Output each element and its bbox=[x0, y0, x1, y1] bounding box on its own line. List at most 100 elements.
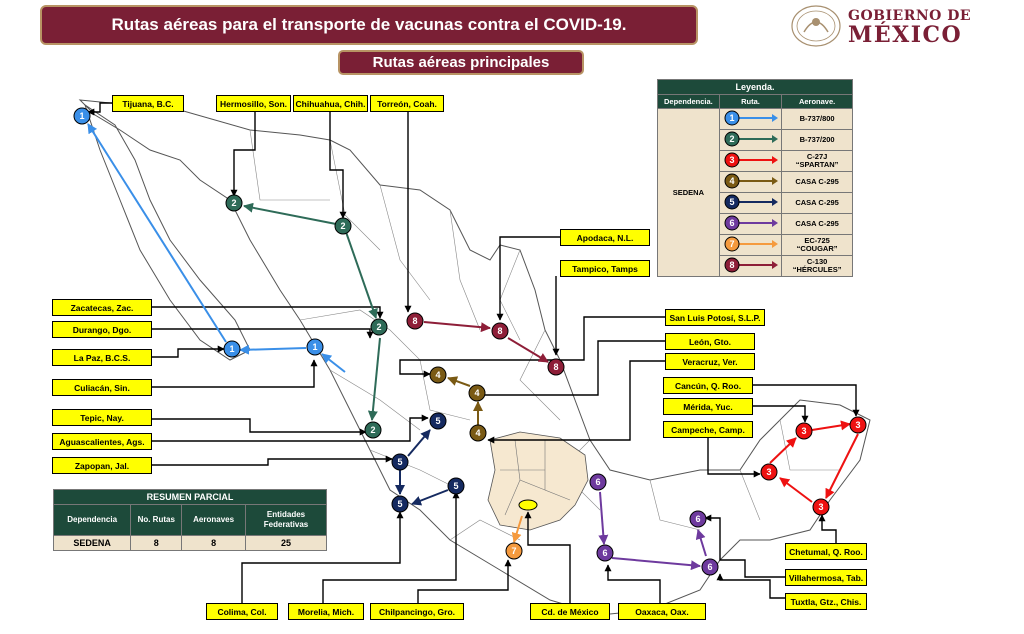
marker-3-label: 3 bbox=[766, 467, 771, 477]
legend-aircraft-3-name: “SPARTAN” bbox=[795, 160, 839, 169]
legend-route-3: 3 bbox=[718, 150, 783, 172]
marker-5-label: 5 bbox=[397, 499, 402, 509]
marker-8: 8 bbox=[547, 358, 565, 376]
city-label-chetumal: Chetumal, Q. Roo. bbox=[785, 543, 867, 560]
marker-2-label: 2 bbox=[231, 198, 236, 208]
city-label-lapaz: La Paz, B.C.S. bbox=[52, 349, 152, 366]
route-4-lines bbox=[447, 376, 483, 426]
logo-line-2: MÉXICO bbox=[848, 22, 963, 48]
city-label-tuxtla: Tuxtla, Gtz., Chis. bbox=[785, 593, 867, 610]
legend-route-8-number: 8 bbox=[730, 260, 735, 270]
marker-4: 4 bbox=[429, 366, 447, 384]
marker-3: 3 bbox=[812, 498, 830, 516]
city-label-merida: Mérida, Yuc. bbox=[663, 398, 753, 415]
city-label-cdmx: Cd. de México bbox=[530, 603, 610, 620]
marker-4: 4 bbox=[468, 384, 486, 402]
summary-dependency: SEDENA bbox=[52, 535, 132, 551]
legend-aircraft-8: C-130“HÉRCULES” bbox=[781, 255, 853, 277]
marker-3-label: 3 bbox=[801, 426, 806, 436]
city-label-tijuana: Tijuana, B.C. bbox=[112, 95, 184, 112]
route-5-legend-icon: 5 bbox=[724, 194, 779, 210]
route-7-legend-icon: 7 bbox=[724, 236, 779, 252]
city-label-villahermosa: Villahermosa, Tab. bbox=[785, 569, 867, 586]
route-3-legend-icon: 3 bbox=[724, 152, 779, 168]
mainland-outline bbox=[78, 99, 871, 616]
page-title: Rutas aéreas para el transporte de vacun… bbox=[40, 5, 698, 45]
city-label-campeche: Campeche, Camp. bbox=[663, 421, 753, 438]
marker-1-label: 1 bbox=[229, 344, 234, 354]
marker-5-label: 5 bbox=[397, 457, 402, 467]
legend-title: Leyenda. bbox=[657, 79, 853, 95]
marker-6: 6 bbox=[689, 510, 707, 528]
city-label-oaxaca: Oaxaca, Oax. bbox=[618, 603, 706, 620]
summary-header-aircraft: Aeronaves bbox=[181, 504, 246, 536]
city-label-colima: Colima, Col. bbox=[206, 603, 278, 620]
route-2-lines bbox=[243, 202, 381, 421]
legend-aircraft-7: EC-725“COUGAR” bbox=[781, 234, 853, 256]
marker-6-label: 6 bbox=[695, 514, 700, 524]
legend-route-4-number: 4 bbox=[730, 176, 735, 186]
city-label-culiacan: Culiacán, Sin. bbox=[52, 379, 152, 396]
marker-3-label: 3 bbox=[818, 502, 823, 512]
marker-7-label: 7 bbox=[511, 546, 516, 556]
marker-8-label: 8 bbox=[497, 326, 502, 336]
marker-2: 2 bbox=[225, 194, 243, 212]
route-1-lines bbox=[87, 123, 346, 373]
legend-aircraft-7-name: “COUGAR” bbox=[796, 244, 838, 253]
route-7-lines bbox=[511, 515, 523, 543]
legend-header-dependency: Dependencia. bbox=[657, 94, 720, 109]
legend-route-7-number: 7 bbox=[730, 239, 735, 249]
city-label-zacatecas: Zacatecas, Zac. bbox=[52, 299, 152, 316]
summary-routes: 8 bbox=[130, 535, 183, 551]
marker-2: 2 bbox=[364, 421, 382, 439]
city-label-apodaca: Apodaca, N.L. bbox=[560, 229, 650, 246]
seal-icon bbox=[791, 5, 841, 47]
route-4-legend-icon: 4 bbox=[724, 173, 779, 189]
city-label-hermosillo: Hermosillo, Son. bbox=[216, 95, 291, 112]
gobierno-logo: GOBIERNO DE MÉXICO bbox=[790, 2, 1020, 52]
marker-1: 1 bbox=[306, 338, 324, 356]
legend-aircraft-1: B-737/800 bbox=[781, 108, 853, 130]
central-region-borders bbox=[500, 439, 571, 516]
legend-aircraft-3-model: C-27J bbox=[806, 152, 828, 161]
marker-6-label: 6 bbox=[707, 562, 712, 572]
summary-table: RESUMEN PARCIAL Dependencia No. Rutas Ae… bbox=[52, 489, 327, 551]
marker-3-label: 3 bbox=[855, 420, 860, 430]
legend-route-8: 8 bbox=[718, 255, 783, 277]
legend-aircraft-8-name: “HÉRCULES” bbox=[792, 265, 842, 274]
marker-3: 3 bbox=[795, 422, 813, 440]
connector-lines bbox=[87, 102, 860, 603]
city-label-veracruz: Veracruz, Ver. bbox=[665, 353, 755, 370]
marker-5-label: 5 bbox=[453, 481, 458, 491]
route-8-legend-icon: 8 bbox=[724, 257, 779, 273]
marker-5: 5 bbox=[447, 477, 465, 495]
city-label-cancun: Cancún, Q. Roo. bbox=[663, 377, 753, 394]
marker-2: 2 bbox=[370, 318, 388, 336]
legend-aircraft-4: CASA C-295 bbox=[781, 171, 853, 193]
route-5-lines bbox=[395, 429, 449, 506]
legend-header-route: Ruta. bbox=[718, 94, 783, 109]
marker-2-label: 2 bbox=[376, 322, 381, 332]
marker-8-label: 8 bbox=[412, 316, 417, 326]
marker-2: 2 bbox=[334, 217, 352, 235]
marker-3: 3 bbox=[849, 416, 867, 434]
marker-4-label: 4 bbox=[475, 428, 480, 438]
city-label-torreon: Torreón, Coah. bbox=[370, 95, 444, 112]
summary-header-dependency: Dependencia bbox=[52, 504, 132, 536]
city-label-slp: San Luis Potosí, S.L.P. bbox=[665, 309, 765, 326]
marker-1-label: 1 bbox=[312, 342, 317, 352]
city-label-durango: Durango, Dgo. bbox=[52, 321, 152, 338]
legend-table: Leyenda. Dependencia. Ruta. Aeronave. SE… bbox=[657, 79, 853, 277]
city-label-morelia: Morelia, Mich. bbox=[288, 603, 364, 620]
marker-8-label: 8 bbox=[553, 362, 558, 372]
city-label-tampico: Tampico, Tamps bbox=[560, 260, 650, 277]
marker-4-label: 4 bbox=[474, 388, 479, 398]
marker-1-label: 1 bbox=[79, 111, 84, 121]
legend-route-6-number: 6 bbox=[730, 218, 735, 228]
route-2-legend-icon: 2 bbox=[724, 131, 779, 147]
marker-8: 8 bbox=[406, 312, 424, 330]
route-8-lines bbox=[423, 321, 549, 363]
legend-aircraft-6: CASA C-295 bbox=[781, 213, 853, 235]
page-subtitle: Rutas aéreas principales bbox=[338, 50, 584, 75]
